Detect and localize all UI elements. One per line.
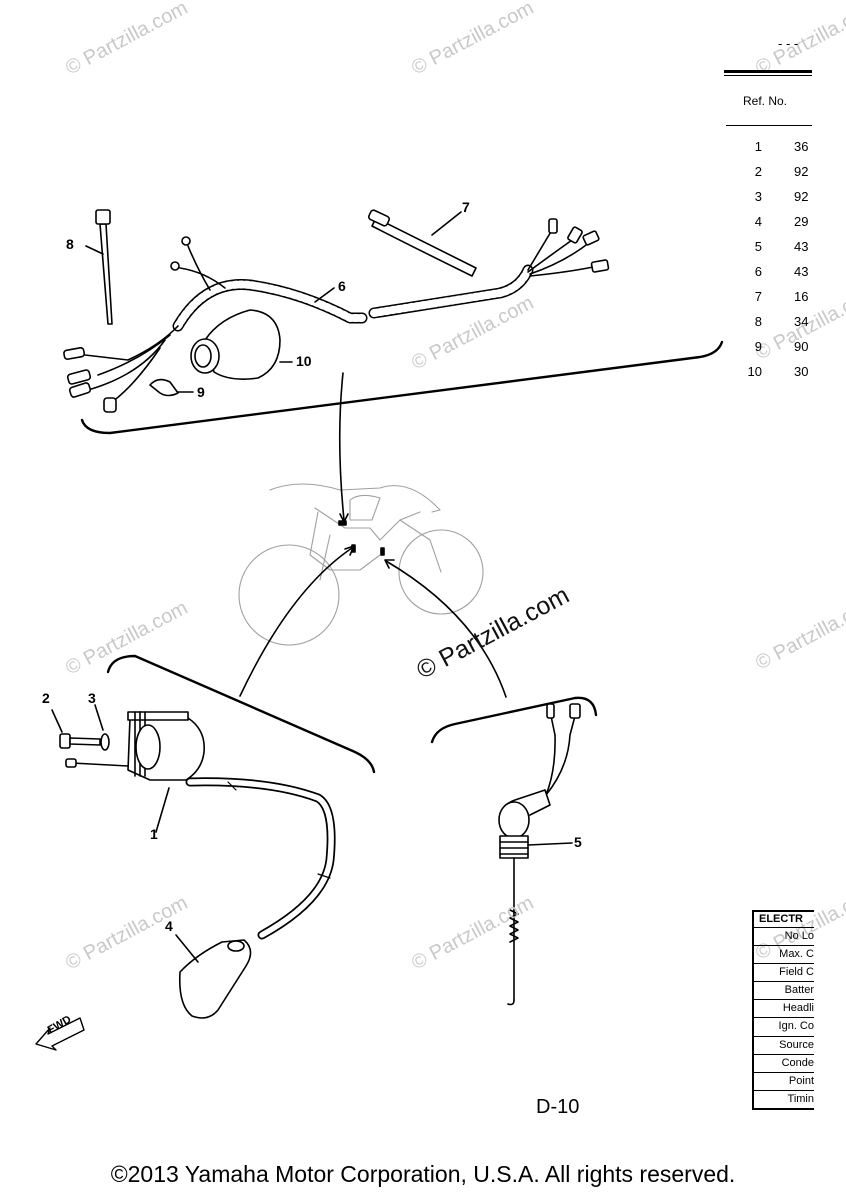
fwd-arrow-icon bbox=[35, 1017, 85, 1051]
location-markers bbox=[338, 520, 385, 556]
callout-2: 2 bbox=[42, 690, 50, 706]
table-rule bbox=[724, 75, 812, 76]
location-arrows bbox=[239, 372, 507, 698]
table-row: Source bbox=[754, 1037, 814, 1055]
callout-6: 6 bbox=[338, 278, 346, 294]
callout-10: 10 bbox=[296, 353, 312, 369]
page-code: D-10 bbox=[536, 1096, 580, 1118]
copyright-notice: ©2013 Yamaha Motor Corporation, U.S.A. A… bbox=[110, 1161, 736, 1187]
ref-no-header: Ref. No. bbox=[743, 94, 788, 108]
table-row: Point bbox=[754, 1073, 814, 1091]
table-row: Timin bbox=[754, 1091, 814, 1108]
table-row: Headli bbox=[754, 1000, 814, 1019]
table-row: Conde bbox=[754, 1055, 814, 1073]
neutral-switch-group bbox=[430, 696, 598, 1006]
callout-8: 8 bbox=[66, 236, 74, 252]
callout-5: 5 bbox=[574, 834, 582, 850]
electrical-spec-table: ELECTR No Lo Max. C Field C Batter Headl… bbox=[752, 910, 814, 1110]
table-row: Ign. Co bbox=[754, 1018, 814, 1037]
callout-9: 9 bbox=[197, 384, 205, 400]
callout-1: 1 bbox=[150, 826, 158, 842]
table-rule bbox=[726, 125, 812, 126]
callout-3: 3 bbox=[88, 690, 96, 706]
electrical-table-title: ELECTR bbox=[754, 912, 814, 928]
table-row: Field C bbox=[754, 964, 814, 983]
table-row: Max. C bbox=[754, 946, 814, 965]
header-fragment: - - - bbox=[778, 36, 799, 51]
callout-7: 7 bbox=[462, 199, 470, 215]
wire-harness-group bbox=[63, 209, 724, 435]
motorcycle-outline bbox=[238, 483, 484, 646]
ignition-coil-group bbox=[51, 654, 376, 1019]
table-row: No Lo bbox=[754, 928, 814, 947]
callout-4: 4 bbox=[165, 918, 173, 934]
table-row: Batter bbox=[754, 982, 814, 1001]
table-rule bbox=[724, 70, 812, 73]
